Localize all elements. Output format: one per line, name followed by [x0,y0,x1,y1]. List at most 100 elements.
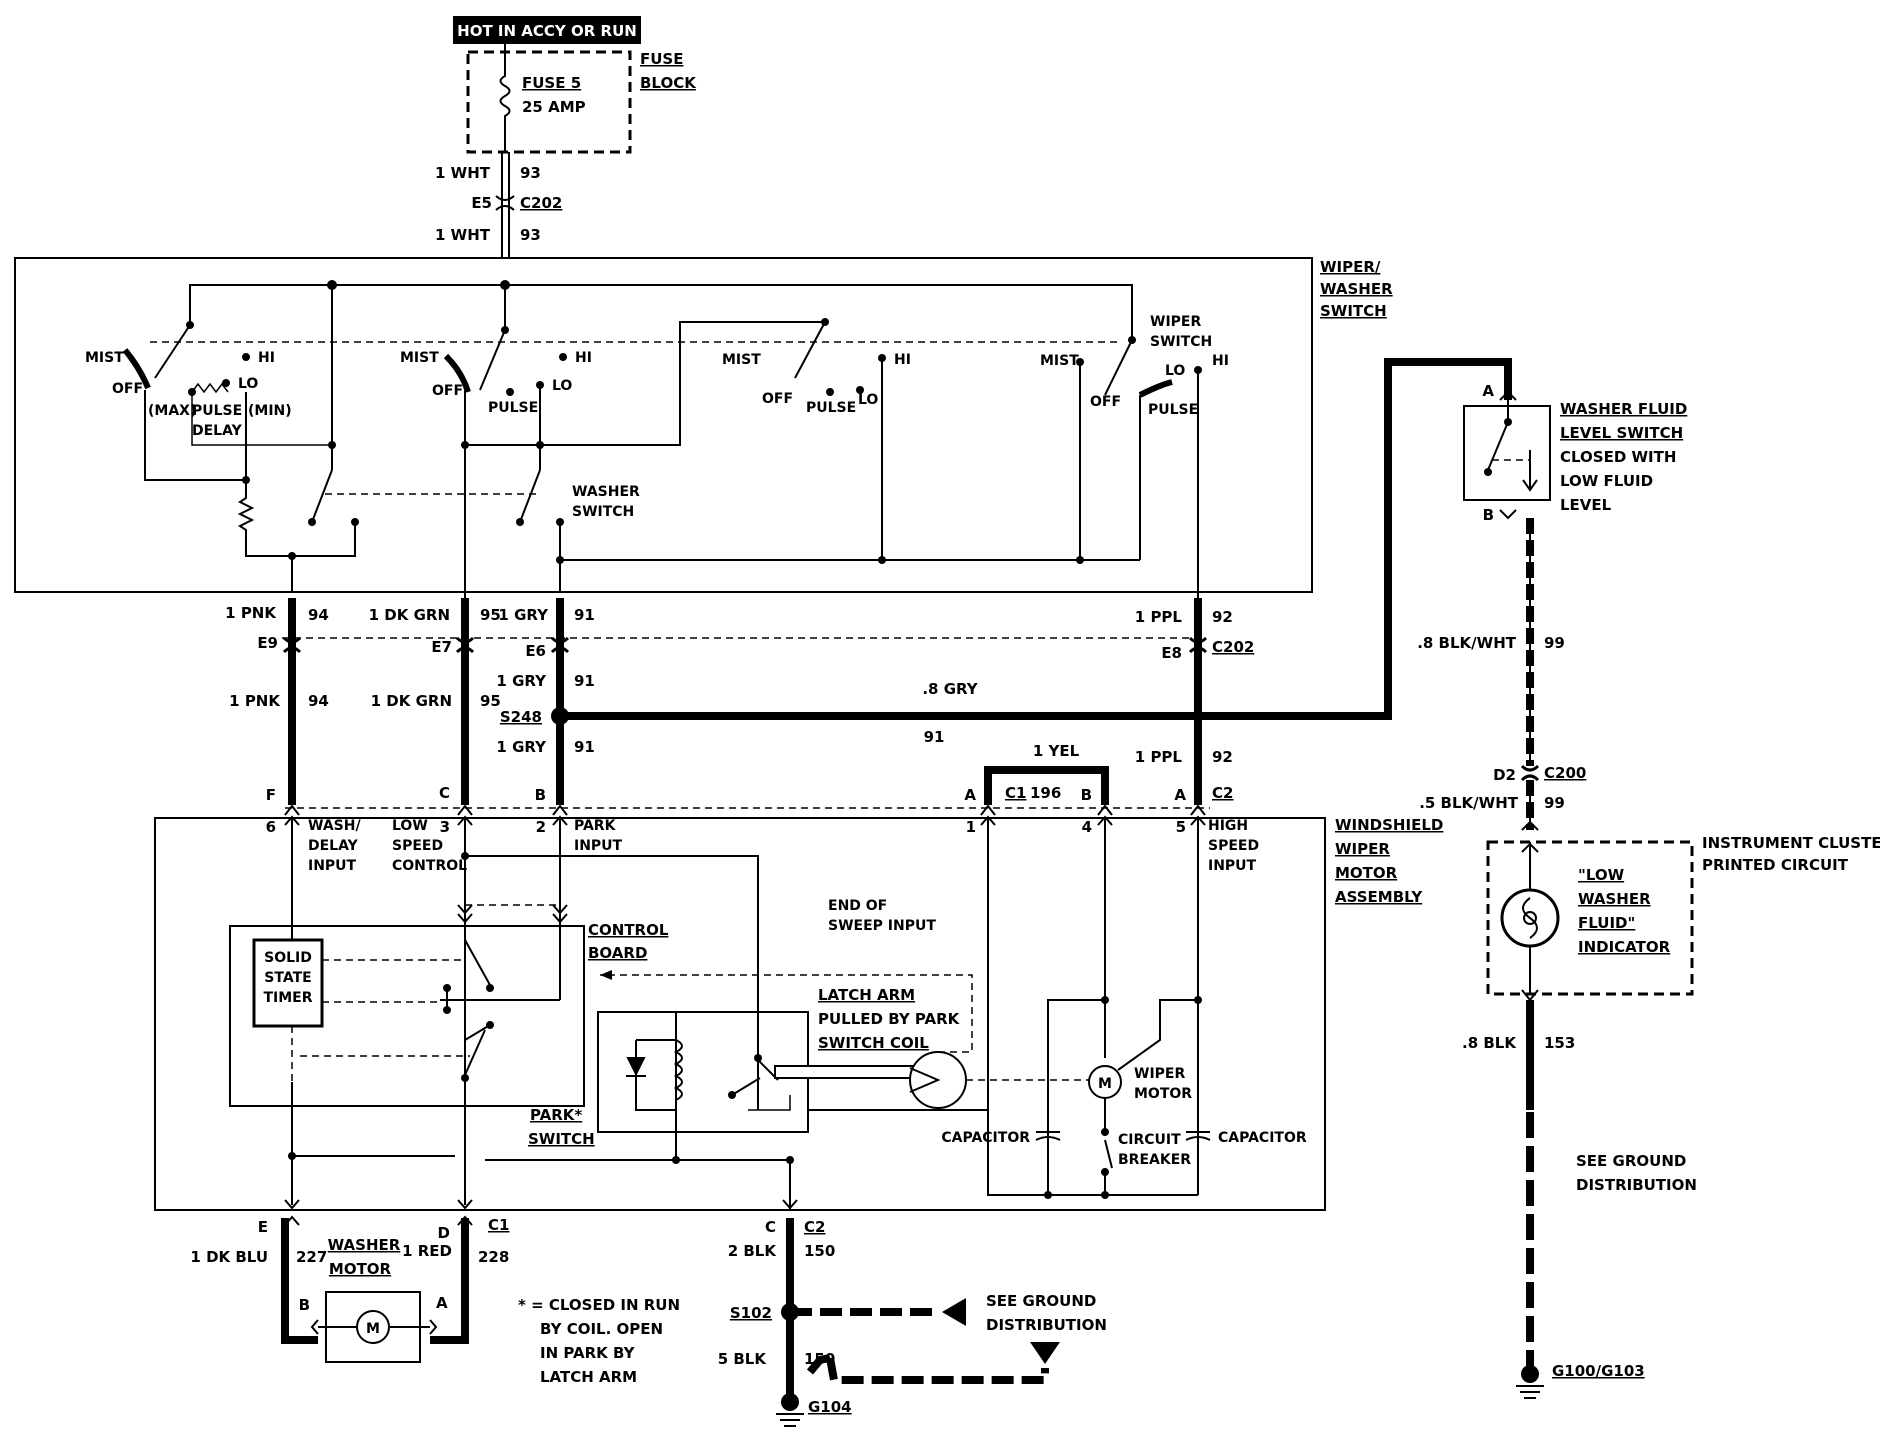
fluid-title-1: WASHER FLUID [1560,400,1687,418]
splice-s248: S248 [500,708,542,726]
pin-b: B [535,786,546,804]
wire-to-fluid-switch [1210,358,1512,720]
low-1: LOW [392,818,428,834]
fluid-title-4: LOW FLUID [1560,472,1653,490]
park-switch-2: SWITCH [528,1130,595,1148]
motor-title-3: MOTOR [1335,864,1398,882]
blk5-label: 5 BLK [718,1350,768,1368]
instrument-cluster-box [1486,840,1694,996]
s4-lo: LO [1165,363,1185,379]
washer-m: M [366,1321,380,1337]
s1-off: OFF [112,381,143,397]
switch-title-3: SWITCH [1320,302,1387,320]
s4-off: OFF [1090,394,1121,410]
pin-4: 4 [1082,818,1092,836]
indicator-4: INDICATOR [1578,938,1671,956]
fluid-title-5: LEVEL [1560,496,1612,514]
latch-2: PULLED BY PARK [818,1010,961,1028]
s3-mist: MIST [722,352,761,368]
s3-pulse: PULSE [806,400,856,416]
fluid-title-3: CLOSED WITH [1560,448,1676,466]
splice-s102: S102 [730,1304,772,1322]
park-in-1: PARK [574,818,617,834]
s2-off: OFF [432,383,463,399]
s1-pulse: PULSE [192,403,242,419]
pin-2: 2 [536,818,546,836]
dkgrn-pin: E7 [431,638,452,656]
gry-pin: E6 [525,642,546,660]
wire-dkblu-227 [281,1218,318,1344]
pnk-c-lower: 94 [308,692,329,710]
gry-lower: 1 GRY [496,738,547,756]
end-sweep-2: SWEEP INPUT [828,918,936,934]
fluid-pin-b: B [1483,506,1494,524]
low-3: CONTROL [392,858,467,874]
indicator-1: "LOW [1578,866,1625,884]
wash-2: DELAY [308,838,359,854]
washer-switch-label-1: WASHER [572,484,640,500]
dkgrn-lower: 1 DK GRN [371,692,452,710]
high-3: INPUT [1208,858,1257,874]
s1-min: (MIN) [248,403,292,419]
s1-delay: DELAY [192,423,243,439]
s3-hi: HI [894,352,911,368]
switch-box [14,257,1313,593]
s2-mist: MIST [400,350,439,366]
connector-c202-label: C202 [1212,638,1254,656]
ppl-c-lower: 92 [1212,748,1233,766]
motor-title-1: WINDSHIELD [1335,816,1443,834]
fluid-c200: C200 [1544,764,1586,782]
washer-pin-a: A [436,1294,448,1312]
s1-max: (MAX) [148,403,196,419]
fluid-pin-a: A [1482,382,1494,400]
gry-c-upper: 91 [574,606,595,624]
blu-c: 227 [296,1248,327,1266]
blu-label: 1 DK BLU [190,1248,268,1266]
ground-g104-icon [776,1413,804,1427]
red-c: 228 [478,1248,509,1266]
latch-3: SWITCH COIL [818,1034,929,1052]
timer-2: STATE [264,970,311,986]
capacitor-2: CAPACITOR [1218,1130,1307,1146]
top-pin-e5: E5 [471,194,492,212]
ppl-pin: E8 [1161,644,1182,662]
ground-g100-icon [1516,1385,1544,1399]
pin-b-c1: B [1081,786,1092,804]
washer-title-2: MOTOR [329,1260,392,1278]
wash-1: WASH/ [308,818,361,834]
motor-m: M [1098,1076,1112,1092]
s2-hi: HI [575,350,592,366]
wire-red-228 [430,1218,469,1344]
gry8-label: .8 GRY [922,680,978,698]
pin-1: 1 [966,818,976,836]
fuse-rating: 25 AMP [522,98,586,116]
see-gnd-2: DISTRIBUTION [986,1316,1107,1334]
fuse-block-label-2: BLOCK [640,74,697,92]
harness: 1 PNK 94 E9 1 PNK 94 1 DK GRN 95 E7 1 DK… [225,358,1512,816]
washer-fluid-circuit: A B WASHER FLUID LEVEL SWITCH CLOSED WIT… [1417,382,1880,1399]
circuit-breaker-icon [1104,1139,1113,1169]
gry-mid: 1 GRY [496,672,547,690]
note-1: * = CLOSED IN RUN [518,1296,680,1314]
top-circuit-2: 93 [520,226,541,244]
high-2: SPEED [1208,838,1259,854]
fluid-see-2: DISTRIBUTION [1576,1176,1697,1194]
delay-resistor-icon [237,480,356,557]
washer-title-1: WASHER [328,1236,401,1254]
dkgrn-upper: 1 DK GRN [369,606,450,624]
pnk-c-upper: 94 [308,606,329,624]
wiper-motor-2: MOTOR [1134,1086,1192,1102]
fuse-block-box [466,50,632,154]
control-board-2: BOARD [588,944,647,962]
note-3: IN PARK BY [540,1344,636,1362]
wiper-washer-switch: WIPER/ WASHER SWITCH MIST OFF (MAX) PULS… [14,257,1393,598]
wiper-motor-1: WIPER [1134,1066,1185,1082]
ground-g104-circuit: C C2 2 BLK 150 S102 SEE GROUND DISTRIBUT… [718,1218,1107,1427]
s3-off: OFF [762,391,793,407]
capacitor-1-icon [1035,1131,1061,1141]
park-in-2: INPUT [574,838,623,854]
pin-5: 5 [1176,818,1186,836]
yel-label: 1 YEL [1033,742,1080,760]
latch-arm [774,1065,916,1079]
